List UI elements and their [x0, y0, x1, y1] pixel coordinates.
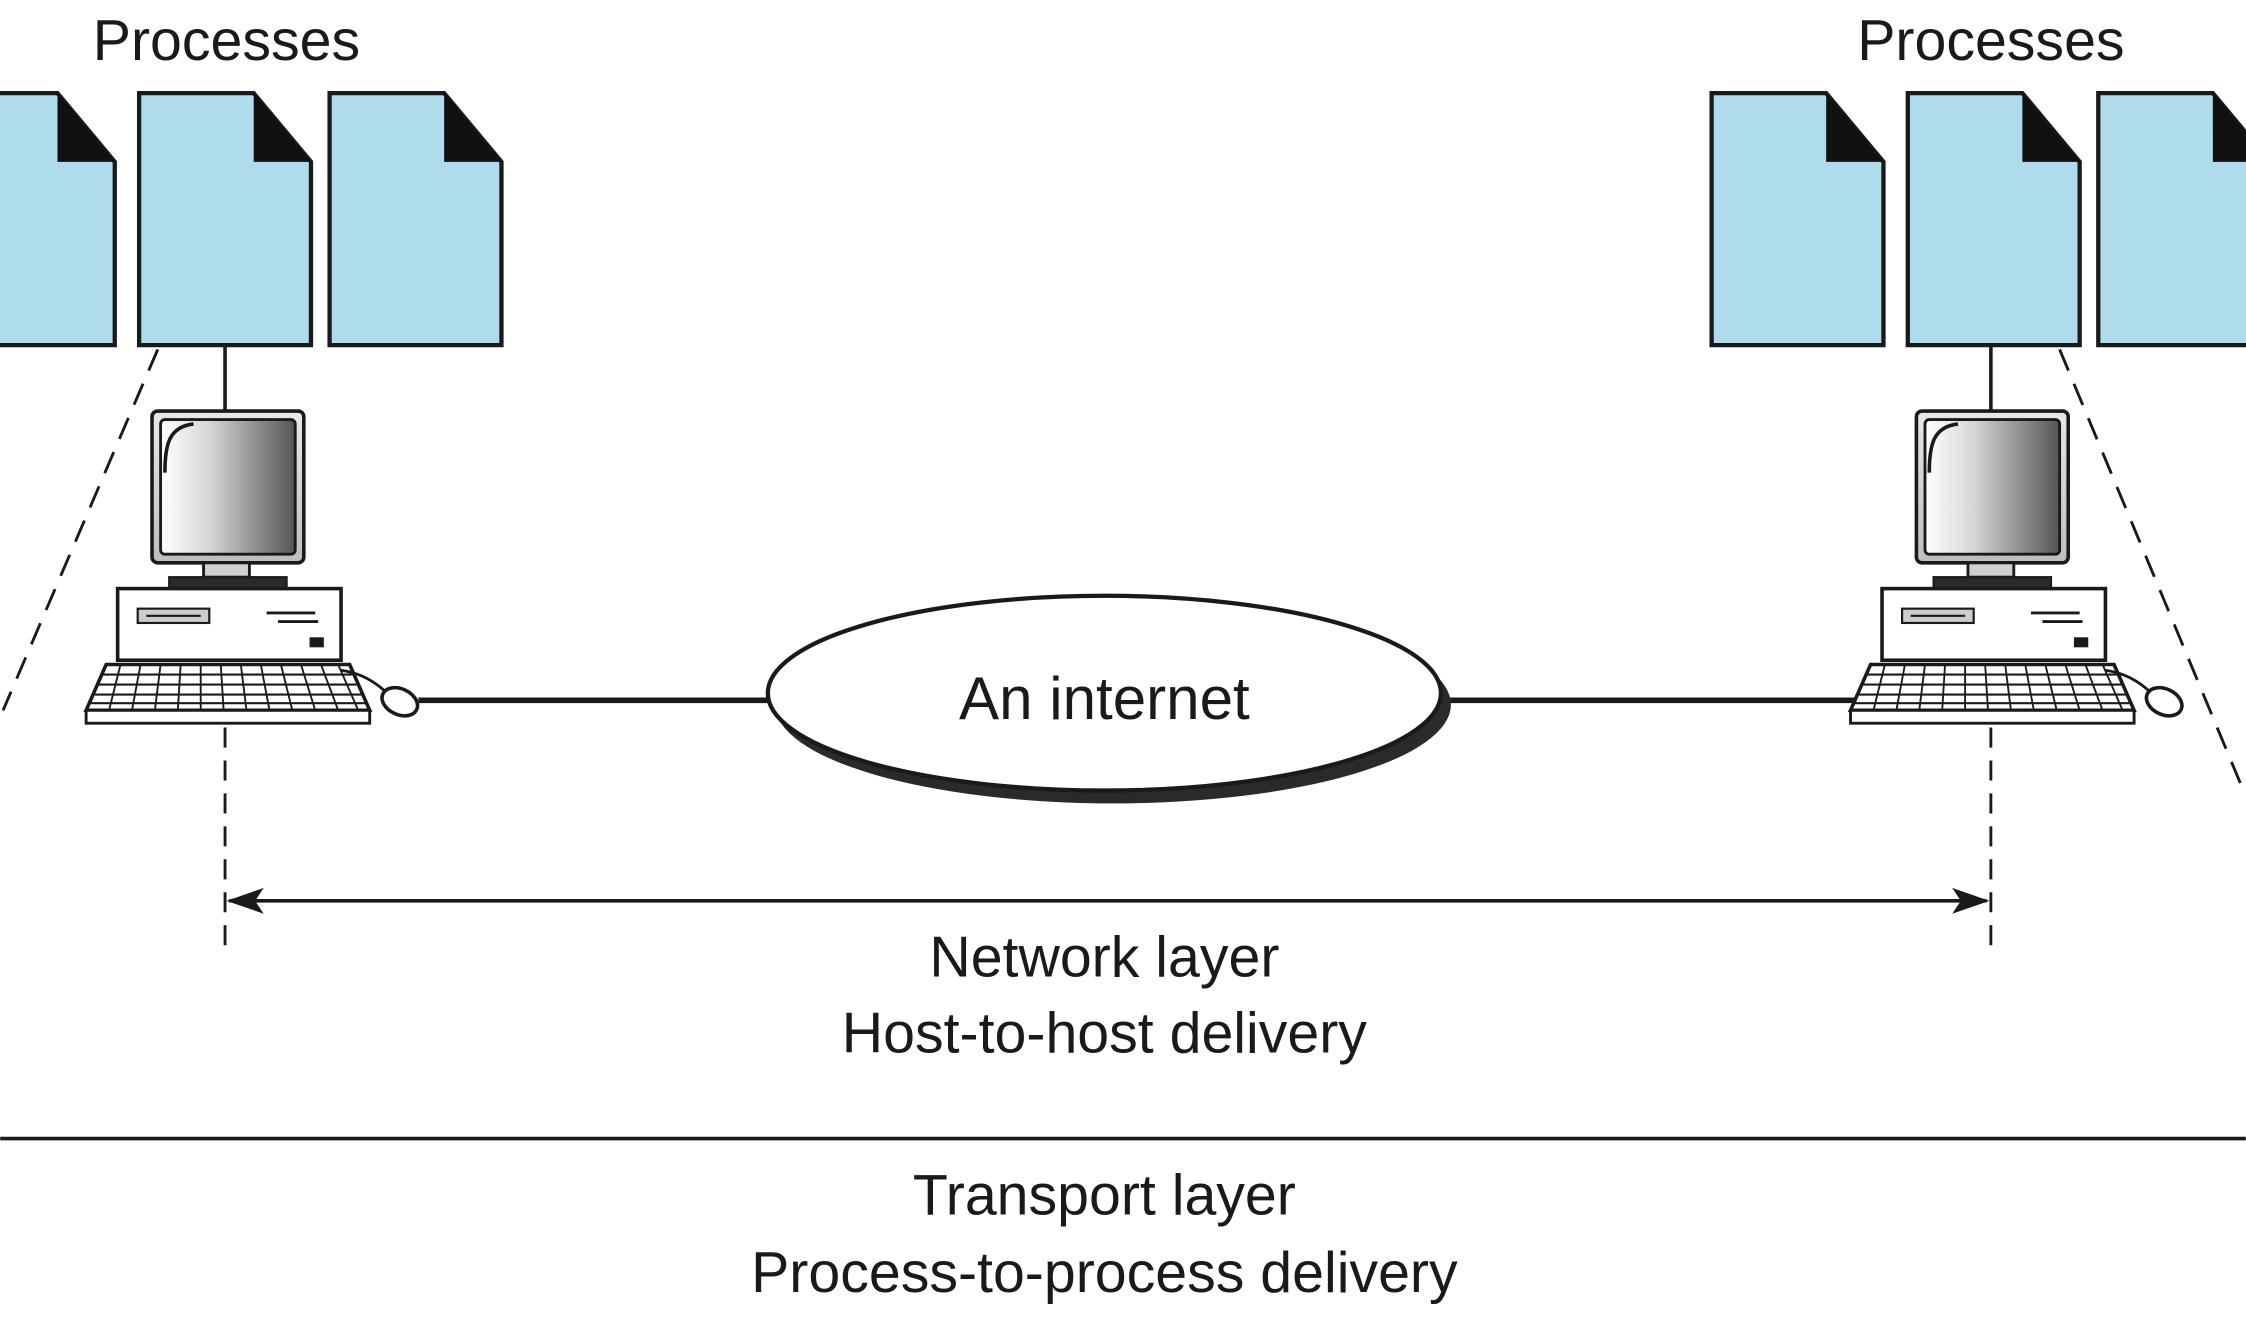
left-processes: [0, 93, 501, 345]
right-host: [1712, 93, 2246, 949]
double-arrow-icon: [226, 887, 1990, 914]
process-document-icon: [0, 93, 115, 345]
right-processes: [1712, 93, 2246, 345]
process-document-icon: [2098, 93, 2246, 345]
process-document-icon: [1712, 93, 1884, 345]
processes-label-right: Processes: [1857, 9, 2124, 73]
left-host: [0, 93, 501, 949]
network-cloud-icon: [765, 593, 1451, 804]
process-document-icon: [1908, 93, 2080, 345]
internet-label: An internet: [959, 665, 1250, 732]
process-document-icon: [139, 93, 311, 345]
computer-icon: [84, 409, 424, 726]
host-delivery-label: Host-to-host delivery: [842, 1002, 1367, 1066]
computer-icon: [1848, 409, 2189, 726]
transport-scope-dashed-line: [1, 348, 160, 711]
process-delivery-label: Process-to-process delivery: [751, 1241, 1458, 1305]
transport-layer-label: Transport layer: [913, 1163, 1296, 1227]
network-layer-label: Network layer: [929, 926, 1279, 990]
transport-scope-dashed-line: [2058, 348, 2246, 797]
process-document-icon: [330, 93, 502, 345]
processes-label-left: Processes: [93, 9, 360, 73]
